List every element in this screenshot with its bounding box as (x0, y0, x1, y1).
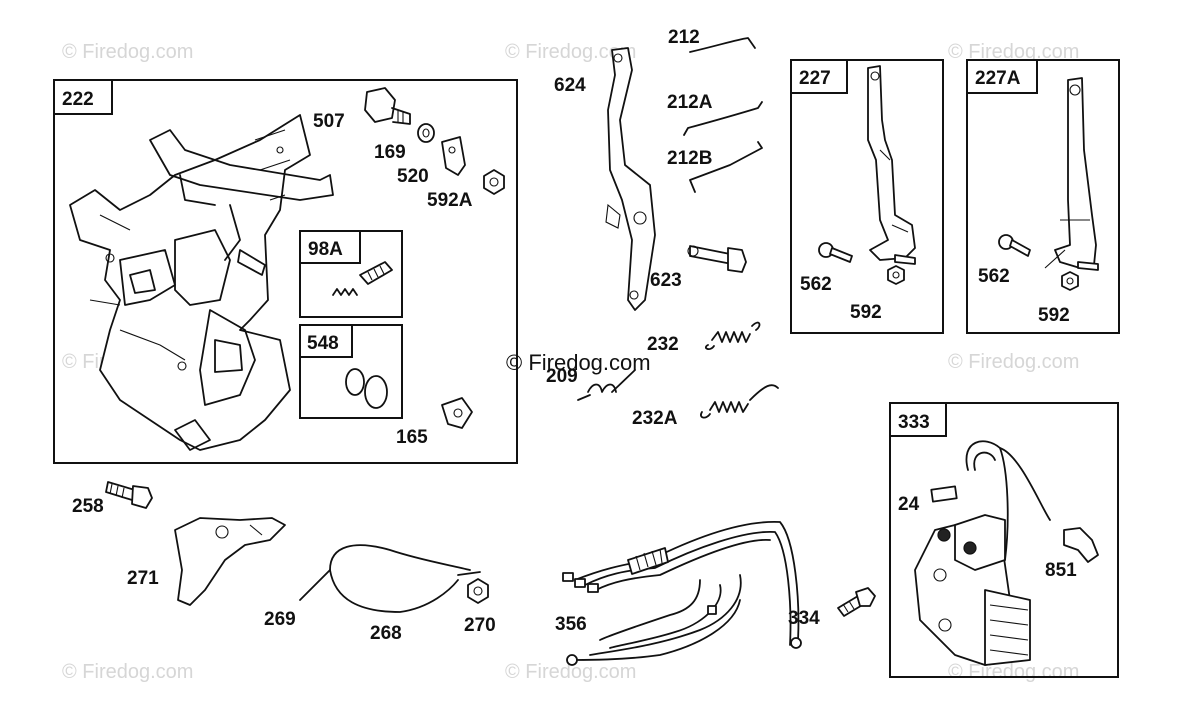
box-label-227: 227 (799, 68, 831, 89)
label-562-b: 562 (978, 266, 1010, 287)
label-592-a: 592 (850, 302, 882, 323)
part-165-clip (441, 397, 473, 429)
label-624: 624 (554, 75, 586, 96)
part-333-ignition-module (914, 440, 1051, 666)
watermark-middle-right: © Firedog.com (948, 351, 1079, 373)
label-507: 507 (313, 111, 345, 132)
label-24: 24 (898, 494, 920, 515)
part-98A-spring (332, 288, 358, 296)
group-333: 333 24 851 (889, 402, 1119, 678)
part-169-washer (417, 123, 435, 143)
part-258-bolt (105, 481, 153, 509)
part-592-nut-b (1061, 271, 1079, 291)
label-356: 356 (555, 614, 587, 635)
watermark-center: © Firedog.com (506, 350, 651, 375)
part-356-wire-harness (562, 521, 802, 666)
part-212B-rod (689, 141, 763, 193)
label-169: 169 (374, 142, 406, 163)
label-270: 270 (464, 615, 496, 636)
label-232A: 232A (632, 408, 678, 429)
label-269: 269 (264, 609, 296, 630)
watermark-bottom-middle: © Firedog.com (505, 661, 636, 683)
label-212A: 212A (667, 92, 713, 113)
box-label-227A: 227A (975, 68, 1021, 89)
label-258: 258 (72, 496, 104, 517)
part-271-bracket (174, 517, 286, 606)
label-520: 520 (397, 166, 429, 187)
label-623: 623 (650, 270, 682, 291)
part-548-washer-b (364, 375, 388, 409)
part-624-lever (605, 47, 656, 311)
part-592-nut-a (887, 265, 905, 285)
label-592-b: 592 (1038, 305, 1070, 326)
label-851: 851 (1045, 560, 1077, 581)
box-333 (889, 402, 1119, 678)
label-212B: 212B (667, 148, 712, 169)
label-209: 209 (546, 366, 578, 387)
part-520-plate (441, 136, 466, 176)
label-212: 212 (668, 27, 700, 48)
group-227: 227 562 592 (790, 59, 944, 334)
box-227 (790, 59, 944, 334)
watermark-bottom-right: © Firedog.com (948, 661, 1079, 683)
label-268: 268 (370, 623, 402, 644)
part-851-boot (1063, 527, 1099, 563)
part-562-screw-a (818, 242, 853, 263)
part-209-spring (577, 369, 636, 401)
box-222 (53, 79, 518, 464)
group-222: 222 507 169 (53, 79, 518, 464)
watermark-top-middle: © Firedog.com (505, 41, 636, 63)
part-623-bolt (687, 245, 747, 273)
part-227A-lever (1044, 77, 1099, 271)
part-212A-rod (683, 101, 763, 136)
part-507-drawing (364, 87, 411, 125)
part-268-cable (299, 544, 481, 613)
part-227-lever (867, 65, 916, 265)
label-165: 165 (396, 427, 428, 448)
part-548-washer-a (345, 368, 365, 396)
box-label-333: 333 (898, 412, 930, 433)
watermark-bottom-left: © Firedog.com (62, 661, 193, 683)
part-562-screw-b (998, 234, 1031, 257)
part-24-block (930, 485, 958, 503)
part-232-spring (704, 321, 761, 351)
part-270-nut (467, 578, 489, 604)
label-334: 334 (788, 608, 820, 629)
box-label-222: 222 (62, 89, 94, 110)
label-271: 271 (127, 568, 159, 589)
part-334-bolt (837, 587, 876, 617)
part-232A-spring (700, 384, 779, 419)
box-227A (966, 59, 1120, 334)
label-232: 232 (647, 334, 679, 355)
label-592A: 592A (427, 190, 473, 211)
watermark-top-right: © Firedog.com (948, 41, 1079, 63)
part-592A-nut (483, 169, 505, 195)
group-227A: 227A 562 592 (966, 59, 1120, 334)
label-562-a: 562 (800, 274, 832, 295)
box-label-548: 548 (307, 333, 339, 354)
box-label-98A: 98A (308, 239, 343, 260)
part-212-rod (689, 37, 756, 53)
control-bracket-drawing (69, 114, 334, 451)
watermark-top-left: © Firedog.com (62, 41, 193, 63)
